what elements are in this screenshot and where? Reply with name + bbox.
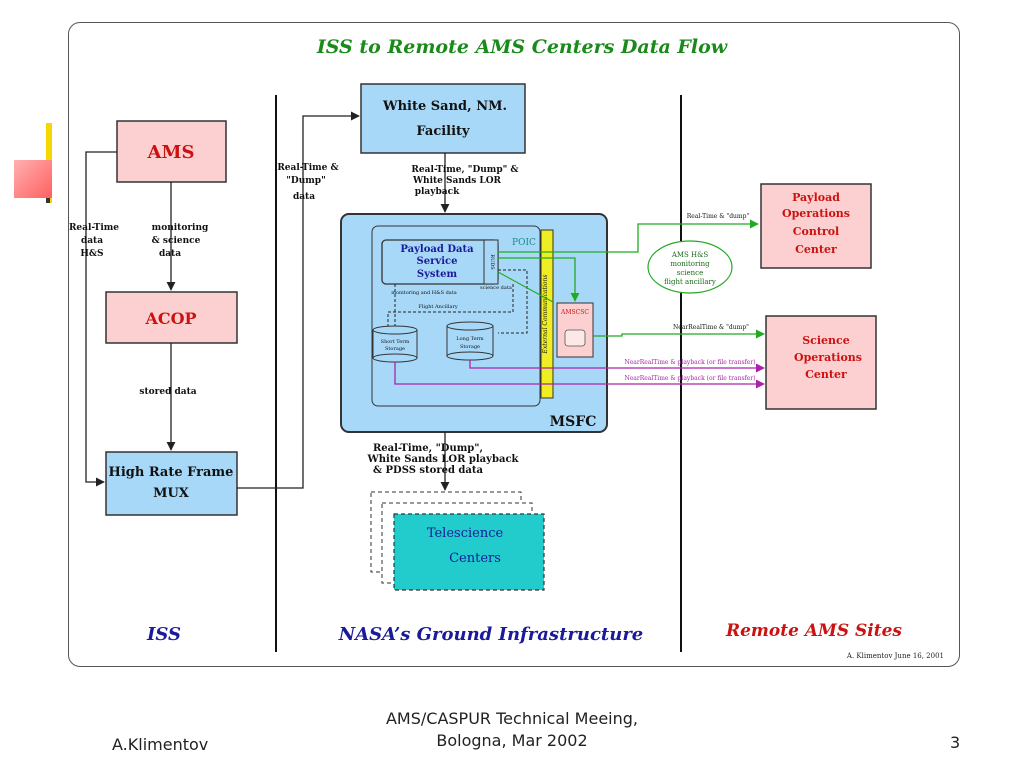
amscsc-storage-icon bbox=[564, 329, 586, 347]
ws-out-label-line3: playback bbox=[415, 187, 460, 197]
poc-label-line2: Operations bbox=[782, 207, 850, 220]
telescience-node: Telescience Centers bbox=[370, 491, 545, 591]
soc-node: Science Operations Center bbox=[765, 315, 877, 410]
ws-out-label-line2: White Sands LOR bbox=[412, 176, 502, 186]
soc-link-label: NearRealTime & "dump" bbox=[673, 324, 749, 331]
playback-label-2: NearRealTime & playback (or file transfe… bbox=[624, 375, 755, 382]
rt-dump-label-line1: Real-Time & bbox=[277, 163, 338, 173]
poic-to-amscsc-link bbox=[498, 257, 580, 302]
stored-data-label: stored data bbox=[139, 387, 196, 397]
white-sands-node: White Sand, NM. Facility bbox=[360, 83, 526, 154]
realtime-label-line2: data bbox=[81, 236, 103, 246]
acop-node: ACOP bbox=[105, 291, 238, 344]
footer-page-number: 3 bbox=[950, 733, 961, 752]
external-comm-label: External Communications bbox=[542, 275, 549, 355]
playback-link-short-term bbox=[394, 362, 765, 389]
msfc-out-label-line3: & PDSS stored data bbox=[373, 465, 484, 476]
realtime-label-line1: Real-Time bbox=[69, 223, 119, 233]
ams-hs-label-line2: monitoring bbox=[670, 260, 710, 268]
msfc-label: MSFC bbox=[550, 414, 597, 430]
ruds-to-amscsc-link bbox=[497, 271, 554, 303]
pdss-label-line2: Service bbox=[417, 256, 458, 267]
telescience-label-line2: Centers bbox=[449, 551, 501, 566]
playback-link-long-term bbox=[469, 360, 765, 373]
ams-node: AMS bbox=[116, 120, 227, 183]
playback-label-1: NearRealTime & playback (or file transfe… bbox=[624, 359, 755, 366]
flight-ancillary-label: Flight Ancillary bbox=[418, 304, 457, 310]
poic-label: POIC bbox=[512, 238, 536, 248]
ruds-label: RUDS bbox=[489, 254, 495, 270]
diagram-credit: A. Klimentov June 16, 2001 bbox=[846, 652, 944, 660]
white-sands-label-line1: White Sand, NM. bbox=[382, 99, 507, 114]
slide-accent-red bbox=[14, 160, 52, 198]
footer-meeting: AMS/CASPUR Technical Meeing, Bologna, Ma… bbox=[0, 708, 1024, 752]
section-iss-label: ISS bbox=[146, 624, 181, 645]
short-term-label-line1: Short Term bbox=[381, 339, 410, 345]
amscsc-label: AMSCSC bbox=[560, 309, 589, 316]
poc-label-line1: Payload bbox=[792, 191, 840, 204]
ams-hs-label-line1: AMS H&S bbox=[671, 251, 709, 259]
hrfm-label-line2: MUX bbox=[153, 486, 190, 501]
pdss-label-line3: System bbox=[417, 269, 458, 280]
acop-label: ACOP bbox=[144, 309, 196, 328]
telescience-label-line1: Telescience bbox=[427, 526, 504, 541]
rt-dump-label-line2: "Dump" bbox=[286, 176, 326, 186]
monitoring-label-line2: & science bbox=[152, 236, 201, 246]
monitoring-label-line3: data bbox=[159, 249, 181, 259]
footer-meeting-line2: Bologna, Mar 2002 bbox=[436, 731, 588, 750]
hrfm-to-whitesands-link bbox=[237, 111, 360, 489]
ams-realtime-link bbox=[85, 151, 117, 487]
rt-dump-label-line3: data bbox=[293, 192, 315, 202]
footer-meeting-line1: AMS/CASPUR Technical Meeing, bbox=[385, 709, 638, 728]
soc-label-line2: Operations bbox=[794, 351, 862, 364]
ruds-node bbox=[483, 239, 499, 285]
amscsc-to-soc-link bbox=[593, 329, 765, 339]
poc-node: Payload Operations Control Center bbox=[760, 183, 872, 269]
section-remote-label: Remote AMS Sites bbox=[725, 621, 902, 641]
long-term-storage: Long Term Storage bbox=[446, 321, 494, 361]
ams-hs-label-line4: flight ancillary bbox=[664, 278, 716, 286]
hrfm-label-line1: High Rate Frame bbox=[109, 465, 234, 480]
ams-label: AMS bbox=[147, 142, 195, 163]
long-term-label-line2: Storage bbox=[460, 344, 480, 350]
poc-label-line3: Control bbox=[793, 225, 839, 238]
monitoring-hs-label: monitoring and H&S data bbox=[391, 290, 457, 296]
ams-hs-label-line3: science bbox=[677, 269, 703, 277]
ams-hs-node: AMS H&S monitoring science flight ancill… bbox=[647, 240, 733, 294]
poic-to-poc-link bbox=[498, 219, 759, 253]
msfc-out-label-line2: White Sands LOR playback bbox=[367, 454, 520, 465]
msfc-out-label-line1: Real-Time, "Dump", bbox=[373, 443, 483, 454]
slide-accent-dot bbox=[46, 198, 50, 203]
soc-label-line1: Science bbox=[802, 334, 850, 347]
white-sands-label-line2: Facility bbox=[416, 124, 470, 139]
monitoring-label-line1: monitoring bbox=[152, 223, 209, 233]
poc-label-line4: Center bbox=[795, 243, 837, 256]
footer-author: A.Klimentov bbox=[112, 735, 209, 754]
pdss-label-line1: Payload Data bbox=[400, 244, 474, 255]
section-ground-label: NASA’s Ground Infrastructure bbox=[338, 624, 644, 645]
diagram-title: ISS to Remote AMS Centers Data Flow bbox=[316, 36, 728, 58]
soc-label-line3: Center bbox=[805, 368, 847, 381]
realtime-label-line3: H&S bbox=[80, 249, 103, 259]
ws-out-label-line1: Real-Time, "Dump" & bbox=[411, 165, 518, 175]
short-term-label-line2: Storage bbox=[385, 346, 405, 352]
science-data-flow bbox=[498, 269, 528, 334]
long-term-label-line1: Long Term bbox=[456, 336, 484, 342]
external-comm-bar bbox=[540, 229, 554, 399]
poc-link-label: Real-Time & "dump" bbox=[687, 213, 750, 220]
flight-ancillary-flow bbox=[387, 284, 514, 326]
short-term-storage: Short Term Storage bbox=[372, 325, 418, 363]
msfc-inner-region bbox=[371, 225, 541, 407]
hrfm-node: High Rate Frame MUX bbox=[105, 451, 238, 516]
science-data-label: science data bbox=[480, 285, 512, 291]
